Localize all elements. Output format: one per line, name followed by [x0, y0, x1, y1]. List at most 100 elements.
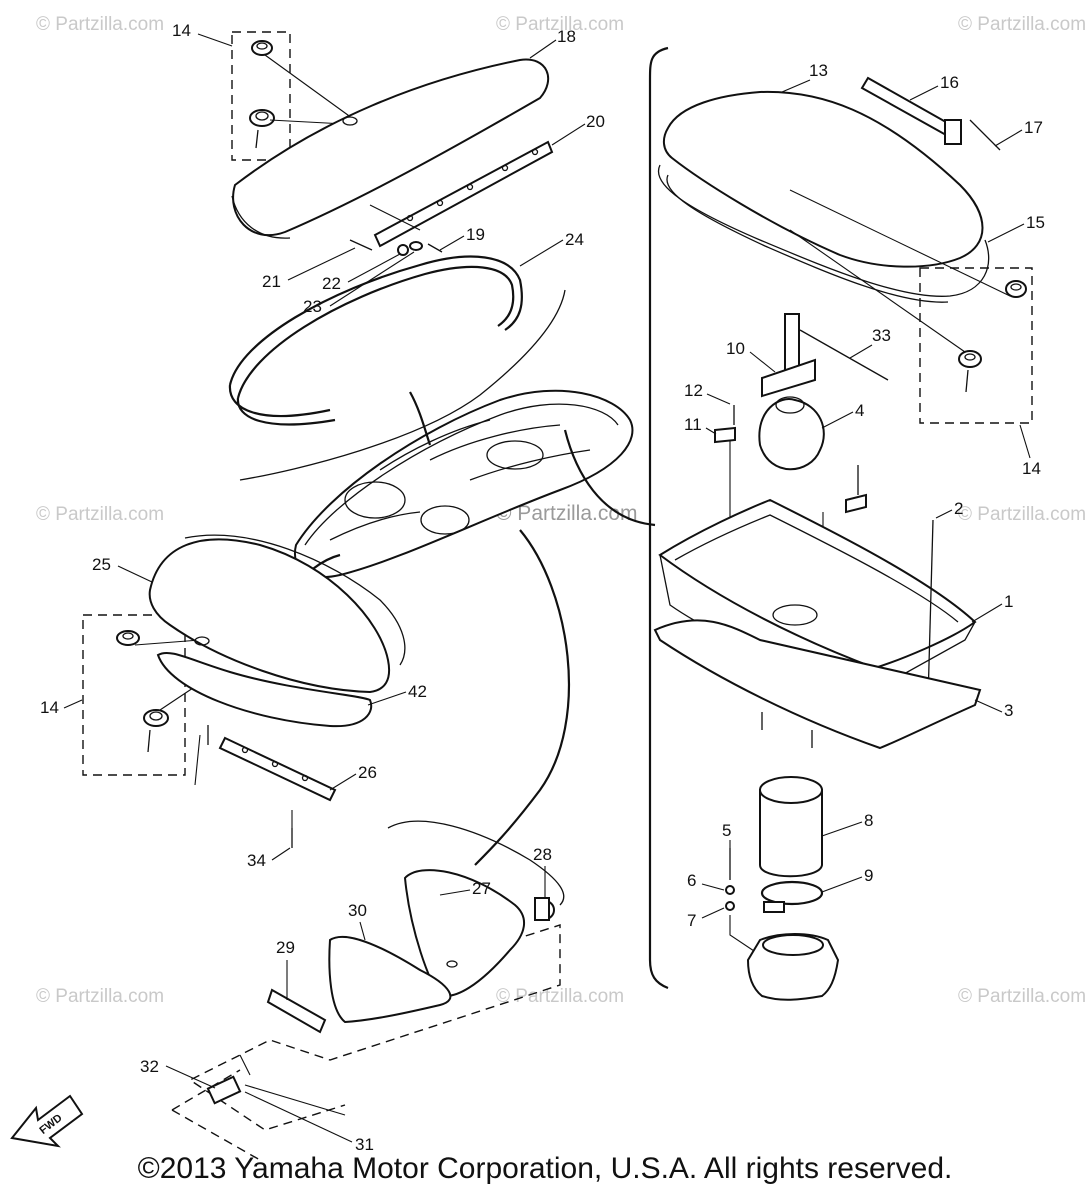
callout-8: 8: [821, 811, 873, 837]
leader-7: [729, 915, 761, 956]
bolt-21: [349, 239, 373, 251]
nut-7: [725, 901, 735, 911]
svg-text:25: 25: [92, 555, 111, 574]
callout-23: 23: [303, 251, 415, 316]
callout-10: 10: [726, 339, 776, 373]
clip-right: [845, 465, 867, 514]
callout-9: 9: [821, 866, 873, 893]
svg-text:12: 12: [684, 381, 703, 400]
callout-29: 29: [276, 938, 295, 957]
grommet-left-b: [143, 709, 169, 753]
callout-5: 5: [722, 821, 731, 848]
rod-33: [799, 329, 889, 381]
svg-text:9: 9: [864, 866, 873, 885]
svg-text:13: 13: [809, 61, 828, 80]
callout-4: 4: [821, 401, 864, 429]
grommet-upper-a: [251, 40, 273, 56]
grommet-right-b: [958, 350, 982, 393]
cover-25: [148, 538, 390, 694]
grommet-right-a: [1005, 280, 1027, 298]
cable-upper: [409, 391, 432, 446]
svg-text:4: 4: [855, 401, 864, 420]
svg-text:42: 42: [408, 682, 427, 701]
callout-12: 12: [684, 381, 731, 405]
callout-22: 22: [322, 253, 401, 293]
dashed-box-14-upper: [231, 31, 291, 161]
callout-16: 16: [909, 73, 959, 101]
svg-text:5: 5: [722, 821, 731, 840]
fwd-arrow-icon: FWD: [10, 1094, 84, 1148]
callout-20: 20: [551, 112, 605, 146]
svg-text:28: 28: [533, 845, 552, 864]
latch-32: [206, 1075, 242, 1105]
svg-text:3: 3: [1004, 701, 1013, 720]
callout-3: 3: [974, 699, 1013, 720]
watermark-mid-center: © Partzilla.com: [496, 502, 638, 525]
grommet-left-a: [116, 630, 140, 646]
callout-18: 18: [529, 27, 576, 59]
svg-text:17: 17: [1024, 118, 1043, 137]
svg-text:1: 1: [1004, 592, 1013, 611]
svg-text:20: 20: [586, 112, 605, 131]
callout-28: 28: [533, 845, 552, 898]
seal-24: [228, 255, 523, 426]
svg-text:14: 14: [40, 698, 59, 717]
callout-25: 25: [92, 555, 153, 583]
watermark-top-right: © Partzilla.com: [958, 14, 1086, 35]
svg-text:14: 14: [1022, 459, 1041, 478]
watermark-bottom-right: © Partzilla.com: [958, 986, 1086, 1007]
clip-11: [714, 426, 736, 444]
svg-text:6: 6: [687, 871, 696, 890]
hinge-26: [218, 736, 337, 802]
dashed-box-14-bottom: [171, 924, 561, 1161]
svg-text:23: 23: [303, 297, 322, 316]
bracket-28: [534, 897, 555, 921]
callout-27: 27: [439, 879, 491, 898]
callout-30: 30: [348, 901, 367, 941]
gasket-30: [328, 935, 452, 1024]
callout-32: 32: [140, 1057, 216, 1089]
callout-42: 42: [367, 682, 427, 706]
watercraft-hull: [293, 389, 634, 578]
callout-15: 15: [987, 213, 1045, 243]
svg-text:24: 24: [565, 230, 584, 249]
copyright-notice: ©2013 Yamaha Motor Corporation, U.S.A. A…: [137, 1152, 953, 1185]
washer-23: [409, 241, 423, 251]
gasket-42: [156, 651, 373, 728]
callout-11: 11: [684, 415, 717, 435]
svg-text:14: 14: [172, 21, 191, 40]
svg-text:27: 27: [472, 879, 491, 898]
dashed-box-14-left: [82, 614, 186, 776]
callout-31: 31: [244, 1091, 374, 1154]
svg-text:8: 8: [864, 811, 873, 830]
cable-long: [474, 529, 571, 866]
callout-7: 7: [687, 907, 725, 930]
base-mount: [746, 933, 840, 1001]
cover-27: [403, 869, 525, 997]
cylinder-8: [759, 776, 823, 878]
hinge-29: [266, 988, 327, 1034]
bracket-10: [761, 313, 816, 398]
gasket-15: [657, 164, 990, 303]
callout-34: 34: [247, 847, 291, 870]
callout-33: 33: [849, 326, 891, 359]
cover-27-outline: [387, 820, 565, 906]
callout-26: 26: [329, 763, 377, 791]
right-group-bracket: [648, 46, 669, 990]
callout-6: 6: [687, 871, 725, 891]
watermark-top-left: © Partzilla.com: [36, 14, 164, 35]
svg-text:16: 16: [940, 73, 959, 92]
watermark-mid-left: © Partzilla.com: [36, 504, 164, 525]
callout-14-left: 14: [40, 698, 83, 717]
callout-14-upper: 14: [172, 21, 233, 47]
svg-text:22: 22: [322, 274, 341, 293]
base-3: [653, 619, 982, 750]
svg-text:29: 29: [276, 938, 295, 957]
washer-6: [725, 885, 735, 895]
hinge-16: [860, 76, 962, 145]
screw-2: [927, 519, 934, 701]
clamp-9: [760, 880, 824, 913]
hinge-20: [373, 140, 554, 248]
callout-1: 1: [971, 592, 1013, 623]
